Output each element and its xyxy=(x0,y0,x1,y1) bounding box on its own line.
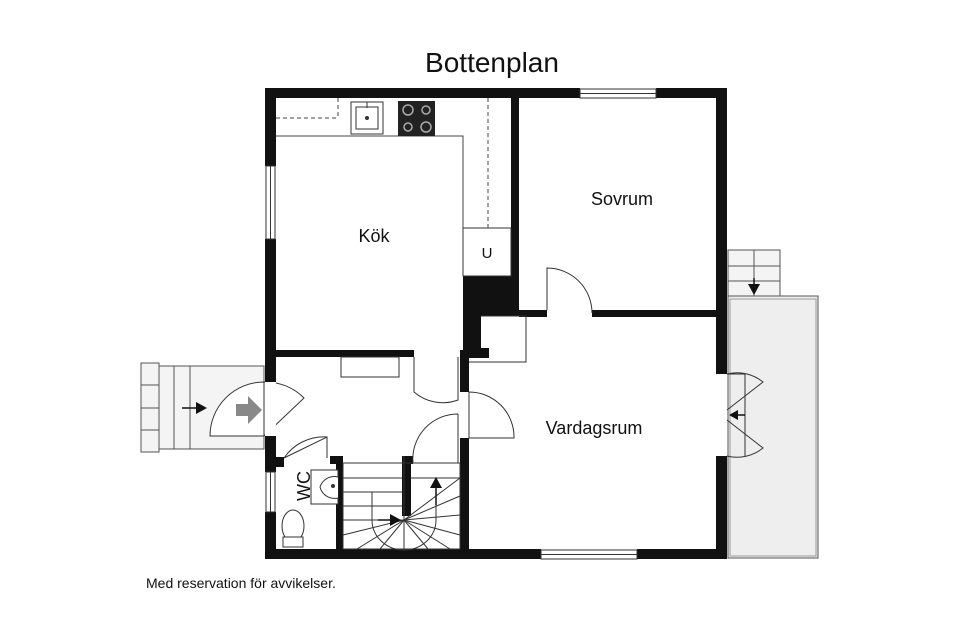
exterior-walls xyxy=(265,88,727,559)
interior-walls xyxy=(276,98,716,558)
utility-box xyxy=(462,227,512,277)
arrow-down-icon xyxy=(748,278,760,295)
shaft-box xyxy=(469,315,527,363)
room-label-vardagsrum: Vardagsrum xyxy=(546,418,643,438)
stairs xyxy=(342,456,461,551)
wc-sink-icon xyxy=(310,469,339,505)
terrace xyxy=(727,295,819,559)
terrace-door-arrow-icon xyxy=(729,410,745,420)
stove-icon xyxy=(398,101,435,136)
entrance-arrow-icon xyxy=(236,396,262,424)
disclaimer-note: Med reservation för avvikelser. xyxy=(146,575,336,591)
windows xyxy=(265,88,657,560)
room-label-kok: Kök xyxy=(358,226,390,246)
utility-label: U xyxy=(482,245,493,262)
stair-arrow-icon xyxy=(378,477,442,526)
sink-icon xyxy=(350,101,384,135)
plan-title: Bottenplan xyxy=(425,47,559,78)
arrow-right-icon xyxy=(182,402,207,414)
room-label-sovrum: Sovrum xyxy=(591,189,653,209)
wc-label: WC xyxy=(294,471,314,501)
hall-shelf xyxy=(340,356,400,378)
toilet-icon xyxy=(281,509,305,548)
